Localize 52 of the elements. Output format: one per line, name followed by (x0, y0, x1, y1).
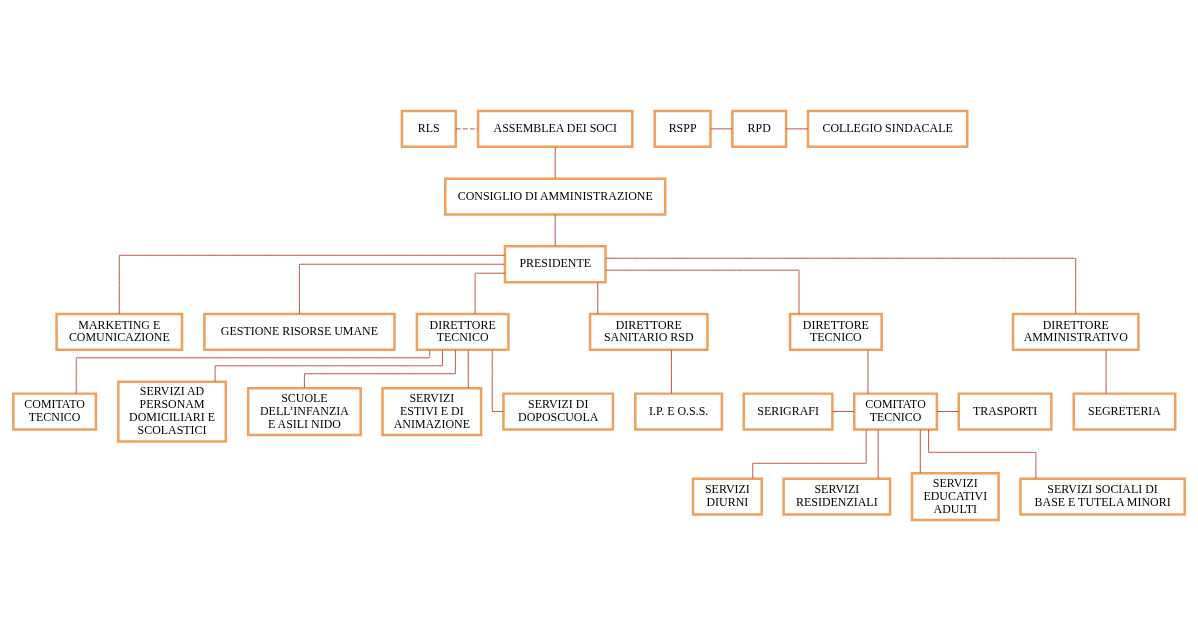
node-box: GESTIONE RISORSE UMANE (203, 312, 396, 351)
node-box: SERVIZI RESIDENZIALI (782, 476, 892, 516)
node-box: CONSIGLIO DI AMMINISTRAZIONE (444, 176, 667, 216)
connector (936, 410, 959, 412)
connector (831, 410, 855, 412)
node-box: COLLEGIO SINDACALE (806, 109, 969, 148)
connector (670, 349, 672, 394)
node-box: SERVIZI SOCIALI DI BASE E TUTELA MINORI (1019, 476, 1186, 516)
connector (710, 127, 733, 129)
node-box: RPD (731, 109, 788, 148)
connector (214, 349, 444, 382)
connector (919, 428, 921, 474)
connector (928, 428, 1037, 479)
node-box: RSPP (653, 109, 712, 148)
connector (785, 127, 809, 129)
connector (491, 349, 504, 412)
connector (474, 272, 506, 314)
node-box: DIRETTORE SANITARIO RSD (588, 312, 709, 351)
node-box: DIRETTORE TECNICO (415, 312, 510, 351)
node-box: PRESIDENTE (503, 244, 607, 283)
node-box: SCUOLE DELL’INFANZIA E ASILI NIDO (246, 386, 362, 436)
node-box: SERVIZI DIURNI (691, 476, 763, 516)
connector (75, 348, 431, 394)
connector (554, 213, 556, 247)
node-box: RLS (400, 109, 457, 148)
connector (605, 257, 1077, 314)
connector (298, 263, 506, 314)
node-box: SERVIZI AD PERSONAM DOMICILIARI E SCOLASTICI (117, 379, 228, 443)
connector (467, 349, 469, 389)
node-box: SERVIZI ESTIVI E DI ANIMAZIONE (381, 386, 483, 436)
connector (597, 281, 599, 314)
node-box: DIRETTORE TECNICO (788, 312, 883, 351)
connector (118, 254, 506, 314)
connector (1105, 349, 1107, 394)
node-box: ASSEMBLEA DEI SOCI (476, 109, 634, 148)
connector (554, 146, 556, 179)
connector (877, 428, 879, 479)
node-box: SEGRETERIA (1072, 391, 1177, 431)
node-box: SERIGRAFI (742, 391, 834, 431)
connector (303, 348, 456, 388)
connector (605, 269, 800, 314)
node-box: COMITATO TECNICO (12, 391, 98, 431)
connector (752, 428, 867, 479)
connector (867, 349, 869, 394)
node-box: I.P. E O.S.S. (634, 391, 724, 431)
connector (455, 127, 479, 129)
node-box: MARKETING E COMUNICAZIONE (55, 312, 184, 351)
node-box: SERVIZI DI DOPOSCUOLA (502, 391, 615, 431)
node-box: SERVIZI EDUCATIVI ADULTI (910, 471, 1000, 521)
node-box: COMITATO TECNICO (853, 391, 939, 431)
node-box: DIRETTORE AMMINISTRATIVO (1011, 312, 1140, 351)
node-box: TRASPORTI (957, 391, 1053, 431)
